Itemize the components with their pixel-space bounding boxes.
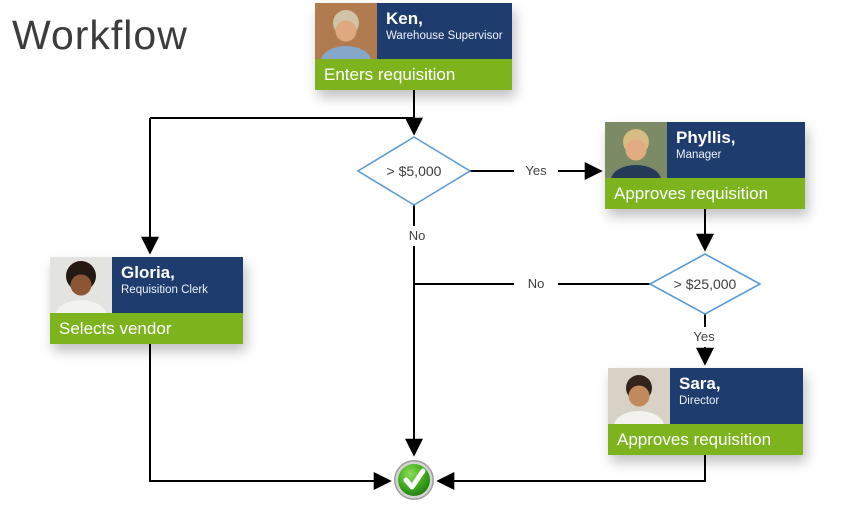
person-role: Manager [676,149,722,161]
decision2-yes-label: Yes [682,327,726,347]
decision-over-5000-shape [356,136,472,206]
person-name: Sara, [679,374,721,393]
node-gloria: Gloria, Requisition Clerk Selects vendor [50,257,243,344]
person-role: Requisition Clerk [121,284,208,296]
node-ken-header: Ken, Warehouse Supervisor [315,3,512,59]
node-gloria-identity: Gloria, Requisition Clerk [112,257,208,313]
node-sara-action: Approves requisition [608,424,803,455]
ken-portrait-photo [315,3,377,59]
checkmark-icon [394,460,434,500]
node-ken-identity: Ken, Warehouse Supervisor [377,3,503,59]
decision-over-25000-shape [648,253,762,315]
node-phyllis: Phyllis, Manager Approves requisition [605,122,805,209]
node-gloria-action: Selects vendor [50,313,243,344]
decision-over-5000-label: > $5,000 [386,163,442,179]
node-sara-identity: Sara, Director [670,368,721,424]
person-name: Gloria, [121,263,175,282]
node-sara: Sara, Director Approves requisition [608,368,803,455]
person-name: Phyllis, [676,128,736,147]
node-phyllis-action: Approves requisition [605,178,805,209]
person-name: Ken, [386,9,423,28]
node-sara-header: Sara, Director [608,368,803,424]
edge-gloria-to-end [149,344,392,490]
decision-over-25000-label: > $25,000 [673,276,737,292]
decision1-yes-label: Yes [514,161,558,181]
page-title: Workflow [12,12,188,58]
decision2-no-label: No [514,274,558,294]
node-phyllis-identity: Phyllis, Manager [667,122,736,178]
node-ken-action: Enters requisition [315,59,512,90]
gloria-portrait-photo [50,257,112,313]
edge-sara-to-end [436,455,706,490]
phyllis-portrait-photo [605,122,667,178]
person-role: Director [679,395,720,407]
node-phyllis-header: Phyllis, Manager [605,122,805,178]
sara-portrait-photo [608,368,670,424]
node-gloria-header: Gloria, Requisition Clerk [50,257,243,313]
node-ken: Ken, Warehouse Supervisor Enters requisi… [315,3,512,90]
person-role: Warehouse Supervisor [386,30,503,42]
decision1-no-label: No [395,226,439,246]
